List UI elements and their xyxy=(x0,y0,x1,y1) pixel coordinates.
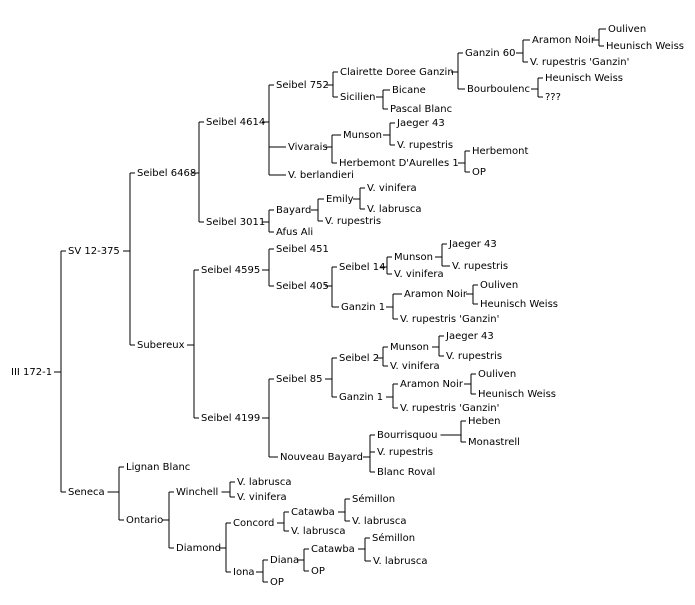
node-label-bourboulenc: Bourboulenc xyxy=(467,84,530,95)
node-label-seibel-4614: Seibel 4614 xyxy=(206,117,265,128)
node-label-v-rupestris-ganzin: V. rupestris 'Ganzin' xyxy=(530,57,629,68)
node-label-s-millon: Sémillon xyxy=(372,532,415,544)
node-label-seibel-6468: Seibel 6468 xyxy=(137,168,196,179)
node-label-emily: Emily xyxy=(326,194,354,205)
node-label-v-rupestris: V. rupestris xyxy=(325,216,381,227)
node-label-bayard: Bayard xyxy=(276,205,311,216)
node-label-ganzin-1: Ganzin 1 xyxy=(339,392,383,403)
node-label-ouliven: Ouliven xyxy=(608,24,646,35)
node-label-winchell: Winchell xyxy=(176,487,218,498)
node-label-v-labrusca: V. labrusca xyxy=(291,526,345,537)
node-label-v-rupestris: V. rupestris xyxy=(397,140,453,151)
node-label-nouveau-bayard: Nouveau Bayard xyxy=(280,452,363,463)
node-label-seneca: Seneca xyxy=(68,487,105,498)
node-label-ganzin-60: Ganzin 60 xyxy=(465,48,515,59)
node-label-vivarais: Vivarais xyxy=(288,142,328,153)
node-label-jaeger-43: Jaeger 43 xyxy=(448,239,497,250)
node-label-op: OP xyxy=(472,167,486,178)
node-label-seibel-451: Seibel 451 xyxy=(276,244,329,255)
node-label-subereux: Subereux xyxy=(137,340,185,351)
node-label-bicane: Bicane xyxy=(392,85,426,96)
node-label-diamond: Diamond xyxy=(176,543,221,554)
node-label-v-labrusca: V. labrusca xyxy=(367,204,421,215)
node-label-seibel-752: Seibel 752 xyxy=(276,80,329,91)
node-label-seibel-405: Seibel 405 xyxy=(276,281,329,292)
node-label-herbemont: Herbemont xyxy=(472,146,528,157)
node-label-concord: Concord xyxy=(233,518,274,529)
node-label-catawba: Catawba xyxy=(291,507,335,518)
node-label-seibel-4199: Seibel 4199 xyxy=(201,413,260,424)
node-label-seibel-14: Seibel 14 xyxy=(339,262,385,273)
node-label-ouliven: Ouliven xyxy=(480,280,518,291)
node-label-v-berlandieri: V. berlandieri xyxy=(288,170,354,181)
node-label-v-vinifera: V. vinifera xyxy=(237,492,287,503)
node-label-v-labrusca: V. labrusca xyxy=(352,516,406,527)
node-label-munson: Munson xyxy=(390,342,429,353)
node-label-op: OP xyxy=(270,577,284,588)
node-label-v-labrusca: V. labrusca xyxy=(237,477,291,488)
node-label-blanc-roval: Blanc Roval xyxy=(377,467,435,478)
node-label-lignan-blanc: Lignan Blanc xyxy=(126,462,190,473)
node-label-aramon-noir: Aramon Noir xyxy=(404,289,468,300)
node-label-heunisch-weiss: Heunisch Weiss xyxy=(606,41,684,52)
node-label-v-vinifera: V. vinifera xyxy=(367,183,417,194)
node-label-sicilien: Sicilien xyxy=(340,92,375,103)
node-label-aramon-noir: Aramon Noir xyxy=(532,35,596,46)
node-label-s-millon: Sémillon xyxy=(352,493,395,505)
node-label-heben: Heben xyxy=(468,416,501,427)
node-label-op: OP xyxy=(311,566,325,577)
node-label-munson: Munson xyxy=(394,252,433,263)
node-label-jaeger-43: Jaeger 43 xyxy=(396,118,445,129)
node-label-diana: Diana xyxy=(270,555,299,566)
node-label-herbemont-d-aurelles-1: Herbemont D'Aurelles 1 xyxy=(339,158,459,169)
node-label-unknown: ??? xyxy=(545,92,561,103)
node-label-seibel-85: Seibel 85 xyxy=(276,374,322,385)
node-label-monastrell: Monastrell xyxy=(468,437,520,448)
node-label-ganzin-1: Ganzin 1 xyxy=(341,302,385,313)
node-label-v-rupestris-ganzin: V. rupestris 'Ganzin' xyxy=(400,314,499,325)
node-label-jaeger-43: Jaeger 43 xyxy=(445,331,494,342)
node-label-ontario: Ontario xyxy=(126,515,163,526)
node-label-ouliven: Ouliven xyxy=(478,369,516,380)
node-label-seibel-4595: Seibel 4595 xyxy=(201,265,260,276)
node-label-v-rupestris: V. rupestris xyxy=(446,351,502,362)
node-label-munson: Munson xyxy=(343,130,382,141)
node-label-iona: Iona xyxy=(233,567,255,578)
node-label-v-vinifera: V. vinifera xyxy=(390,361,440,372)
node-label-v-rupestris-ganzin: V. rupestris 'Ganzin' xyxy=(400,403,499,414)
node-label-v-rupestris: V. rupestris xyxy=(377,447,433,458)
node-label-seibel-2: Seibel 2 xyxy=(339,353,379,364)
node-label-catawba: Catawba xyxy=(311,544,355,555)
node-label-heunisch-weiss: Heunisch Weiss xyxy=(545,73,623,84)
node-label-clairette-doree-ganzin: Clairette Doree Ganzin xyxy=(340,67,454,78)
node-label-v-rupestris: V. rupestris xyxy=(452,261,508,272)
node-label-pascal-blanc: Pascal Blanc xyxy=(390,104,452,115)
node-label-v-vinifera: V. vinifera xyxy=(394,269,444,280)
node-label-bourrisquou: Bourrisquou xyxy=(377,430,438,441)
node-label-afus-ali: Afus Ali xyxy=(276,227,313,238)
node-label-v-labrusca: V. labrusca xyxy=(373,556,427,567)
node-label-seibel-3011: Seibel 3011 xyxy=(206,217,265,228)
node-label-heunisch-weiss: Heunisch Weiss xyxy=(480,299,558,310)
node-label-iii-172-1: III 172-1 xyxy=(11,367,52,378)
node-label-heunisch-weiss: Heunisch Weiss xyxy=(478,389,556,400)
node-label-aramon-noir: Aramon Noir xyxy=(400,379,464,390)
node-label-sv-12-375: SV 12-375 xyxy=(68,246,120,257)
